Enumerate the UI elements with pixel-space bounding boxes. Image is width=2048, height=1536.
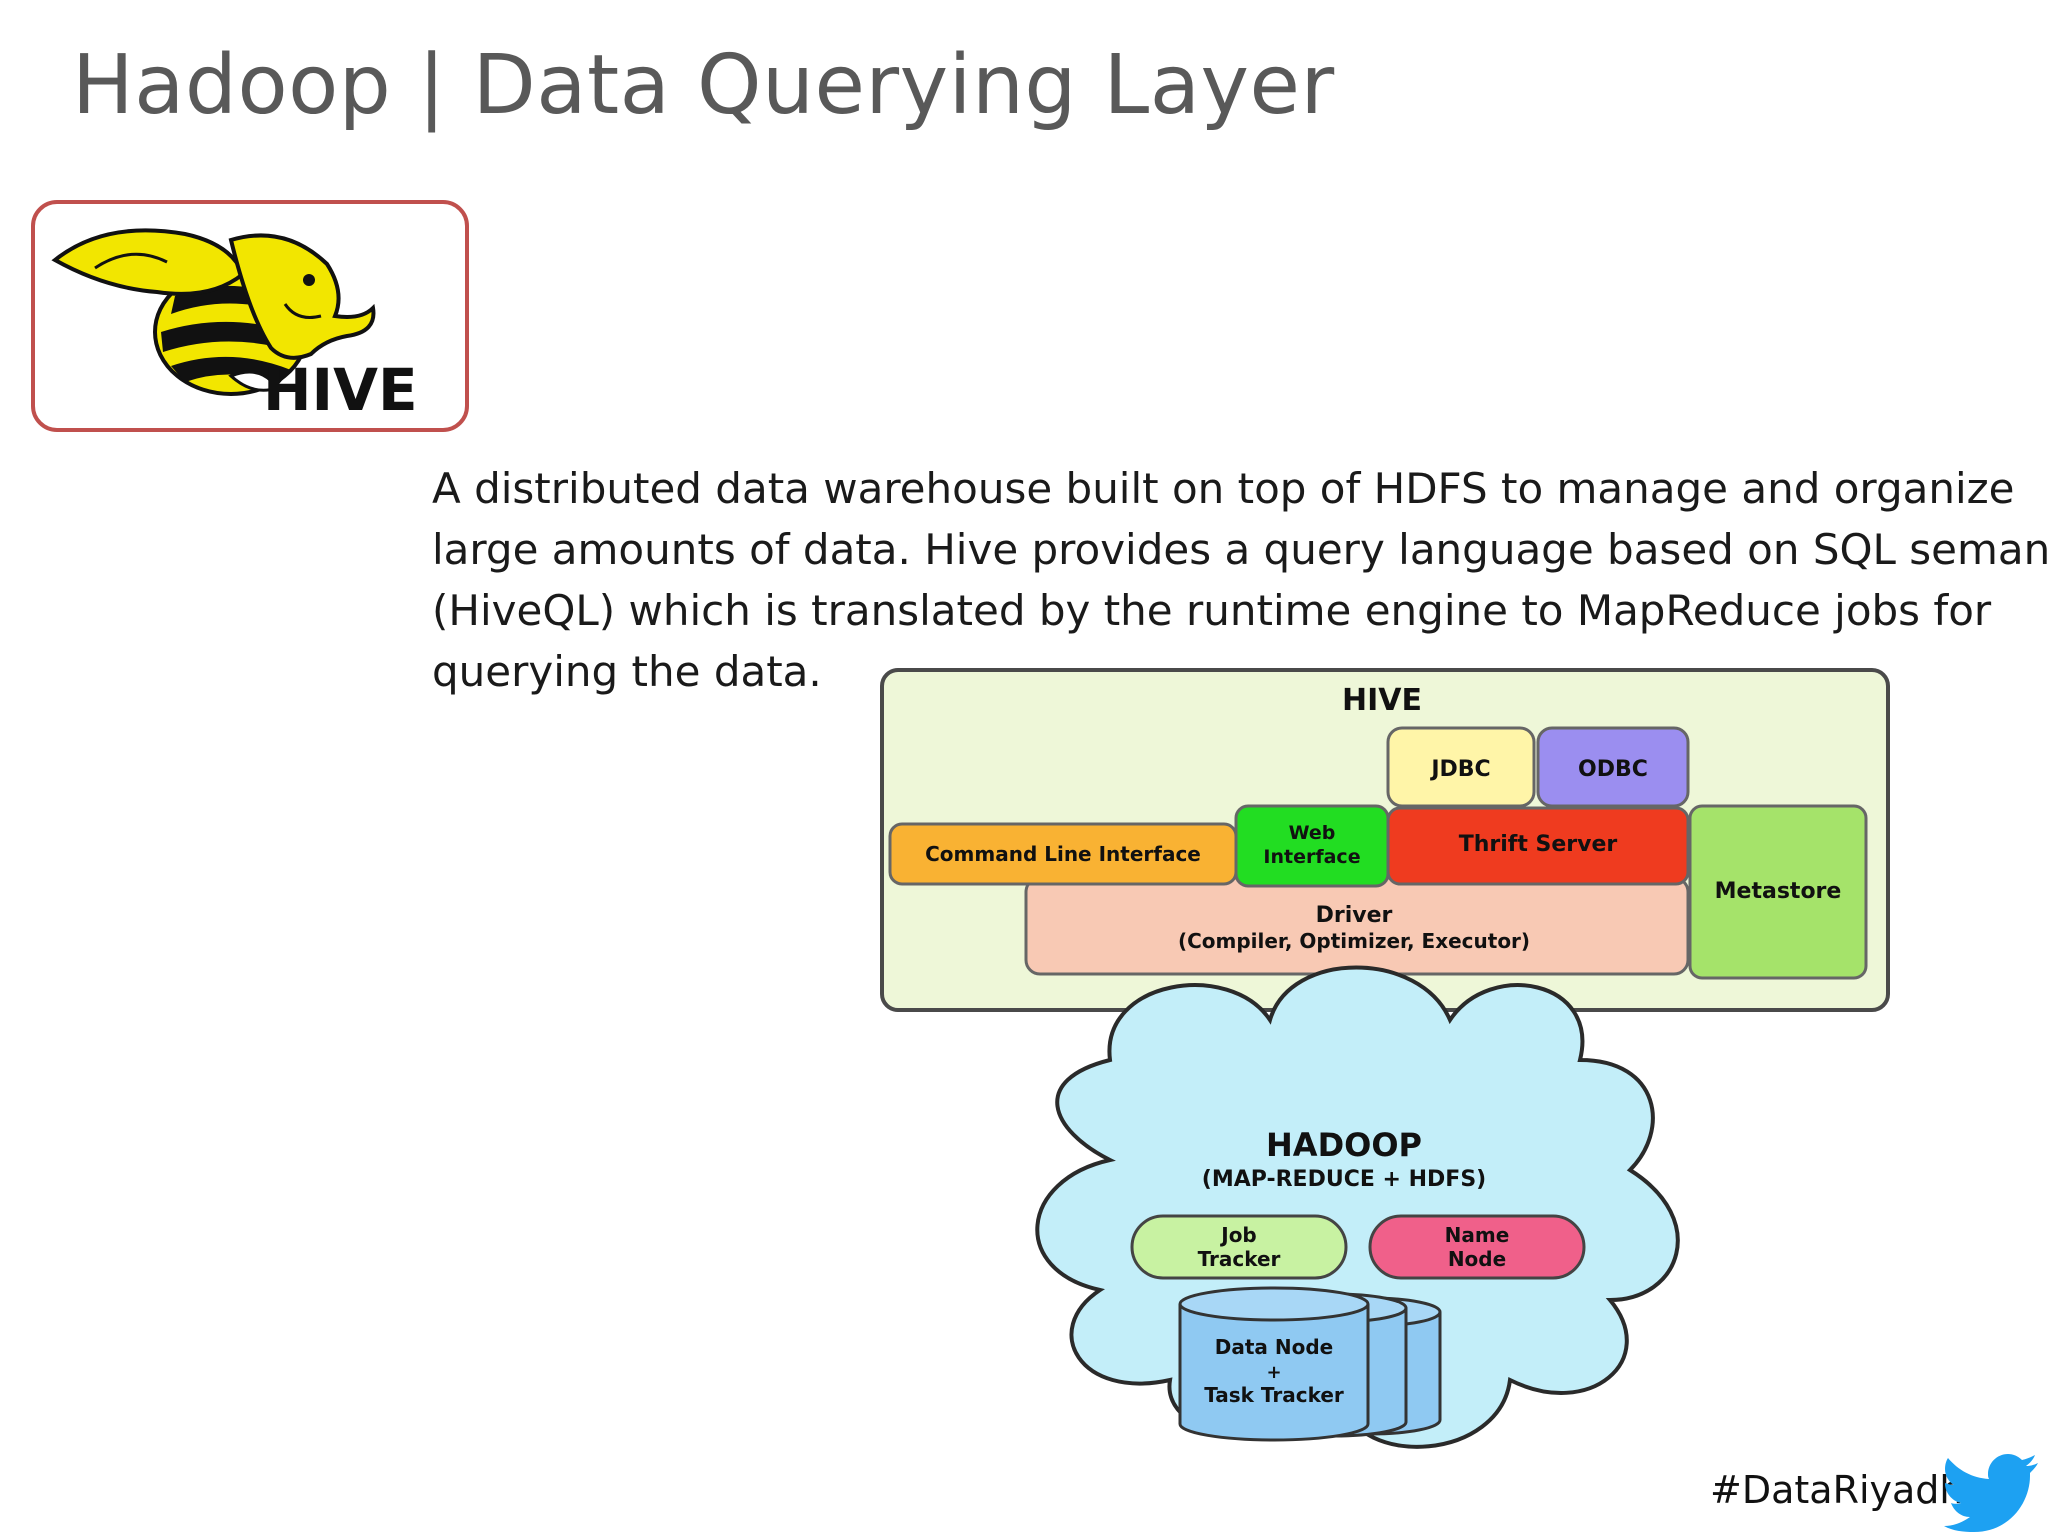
web-interface-label-2: Interface [1263, 846, 1360, 868]
hive-panel-title: HIVE [1342, 683, 1422, 718]
thrift-server-label: Thrift Server [1459, 832, 1618, 857]
driver-label: Driver [1316, 903, 1393, 928]
description-line: large amounts of data. Hive provides a q… [432, 525, 2048, 574]
jdbc-box [1386, 726, 1536, 808]
hive-logo: HIVE [31, 200, 469, 432]
cli-label: Command Line Interface [925, 842, 1201, 866]
metastore-label: Metastore [1715, 879, 1842, 904]
jdbc-label: JDBC [1429, 757, 1490, 782]
hadoop-subtitle: (MAP-REDUCE + HDFS) [1202, 1167, 1486, 1192]
description-line: querying the data. [432, 647, 822, 696]
odbc-label: ODBC [1578, 757, 1648, 782]
data-node-label-3: Task Tracker [1204, 1383, 1344, 1407]
job-tracker-box [1130, 1214, 1348, 1280]
hive-logo-icon: HIVE [51, 228, 418, 424]
thrift-server-box [1386, 806, 1690, 886]
name-node-label-2: Node [1448, 1247, 1506, 1271]
data-node-label-1: Data Node [1215, 1335, 1333, 1359]
hadoop-title: HADOOP [1266, 1126, 1422, 1164]
slide-title: Hadoop | Data Querying Layer [72, 38, 1335, 133]
hashtag-label: #DataRiyadh [1710, 1468, 1964, 1512]
description-line: A distributed data warehouse built on to… [432, 464, 2015, 513]
name-node-box [1368, 1214, 1586, 1280]
data-node-stack [1178, 1286, 1442, 1442]
hive-architecture-diagram: HIVE JDBC ODBC Driver (Compiler, Optimiz… [880, 668, 1890, 1449]
hive-logo-text: HIVE [263, 356, 418, 424]
odbc-box [1536, 726, 1690, 808]
slide-description: A distributed data warehouse built on to… [432, 458, 2048, 702]
twitter-bird-icon [1944, 1454, 2038, 1532]
name-node-label-1: Name [1445, 1223, 1510, 1247]
data-node-label-2: + [1266, 1362, 1281, 1383]
metastore-box [1688, 804, 1868, 980]
driver-sublabel: (Compiler, Optimizer, Executor) [1178, 929, 1530, 953]
job-tracker-label-1: Job [1219, 1223, 1257, 1247]
web-interface-label-1: Web [1289, 822, 1336, 844]
description-line: (HiveQL) which is translated by the runt… [432, 586, 1992, 635]
job-tracker-label-2: Tracker [1198, 1247, 1281, 1271]
